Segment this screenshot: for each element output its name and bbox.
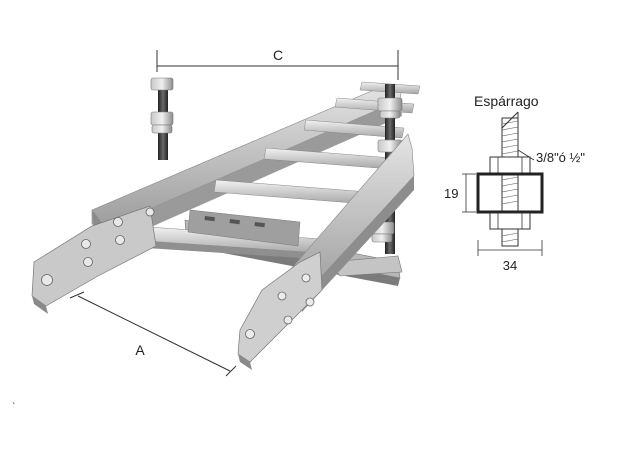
stray-mark: ` [12, 401, 15, 413]
rod-size-label: 3/8"ó ½" [536, 150, 585, 165]
bolt [301, 273, 311, 283]
bolt [81, 239, 91, 249]
rod-threads [501, 120, 519, 243]
left-splice-plate [31, 205, 157, 314]
rod-detail: Espárrago [444, 93, 585, 273]
channel-section [476, 172, 544, 214]
right-splice-plate [237, 251, 323, 370]
left-hanger-rod [150, 77, 174, 160]
bolt [277, 291, 287, 301]
rod-title: Espárrago [474, 93, 539, 109]
bolt [115, 235, 125, 245]
bolt [145, 207, 155, 217]
bolt [113, 217, 123, 227]
bolt [245, 329, 255, 339]
top-nut [489, 156, 531, 174]
rung [303, 119, 405, 139]
bolt [283, 315, 293, 325]
dimension-c-label: C [273, 47, 283, 63]
bolt [83, 257, 93, 267]
height-label: 19 [444, 186, 458, 201]
dimension-c: C [156, 47, 399, 80]
bottom-nut [489, 212, 531, 230]
rung [213, 179, 369, 205]
slotted-base-plate [187, 209, 301, 247]
dimension-a: A [69, 291, 237, 377]
dimension-a-label: A [135, 342, 145, 358]
bolt [41, 274, 53, 286]
bolt [305, 297, 315, 307]
width-label: 34 [503, 258, 517, 273]
